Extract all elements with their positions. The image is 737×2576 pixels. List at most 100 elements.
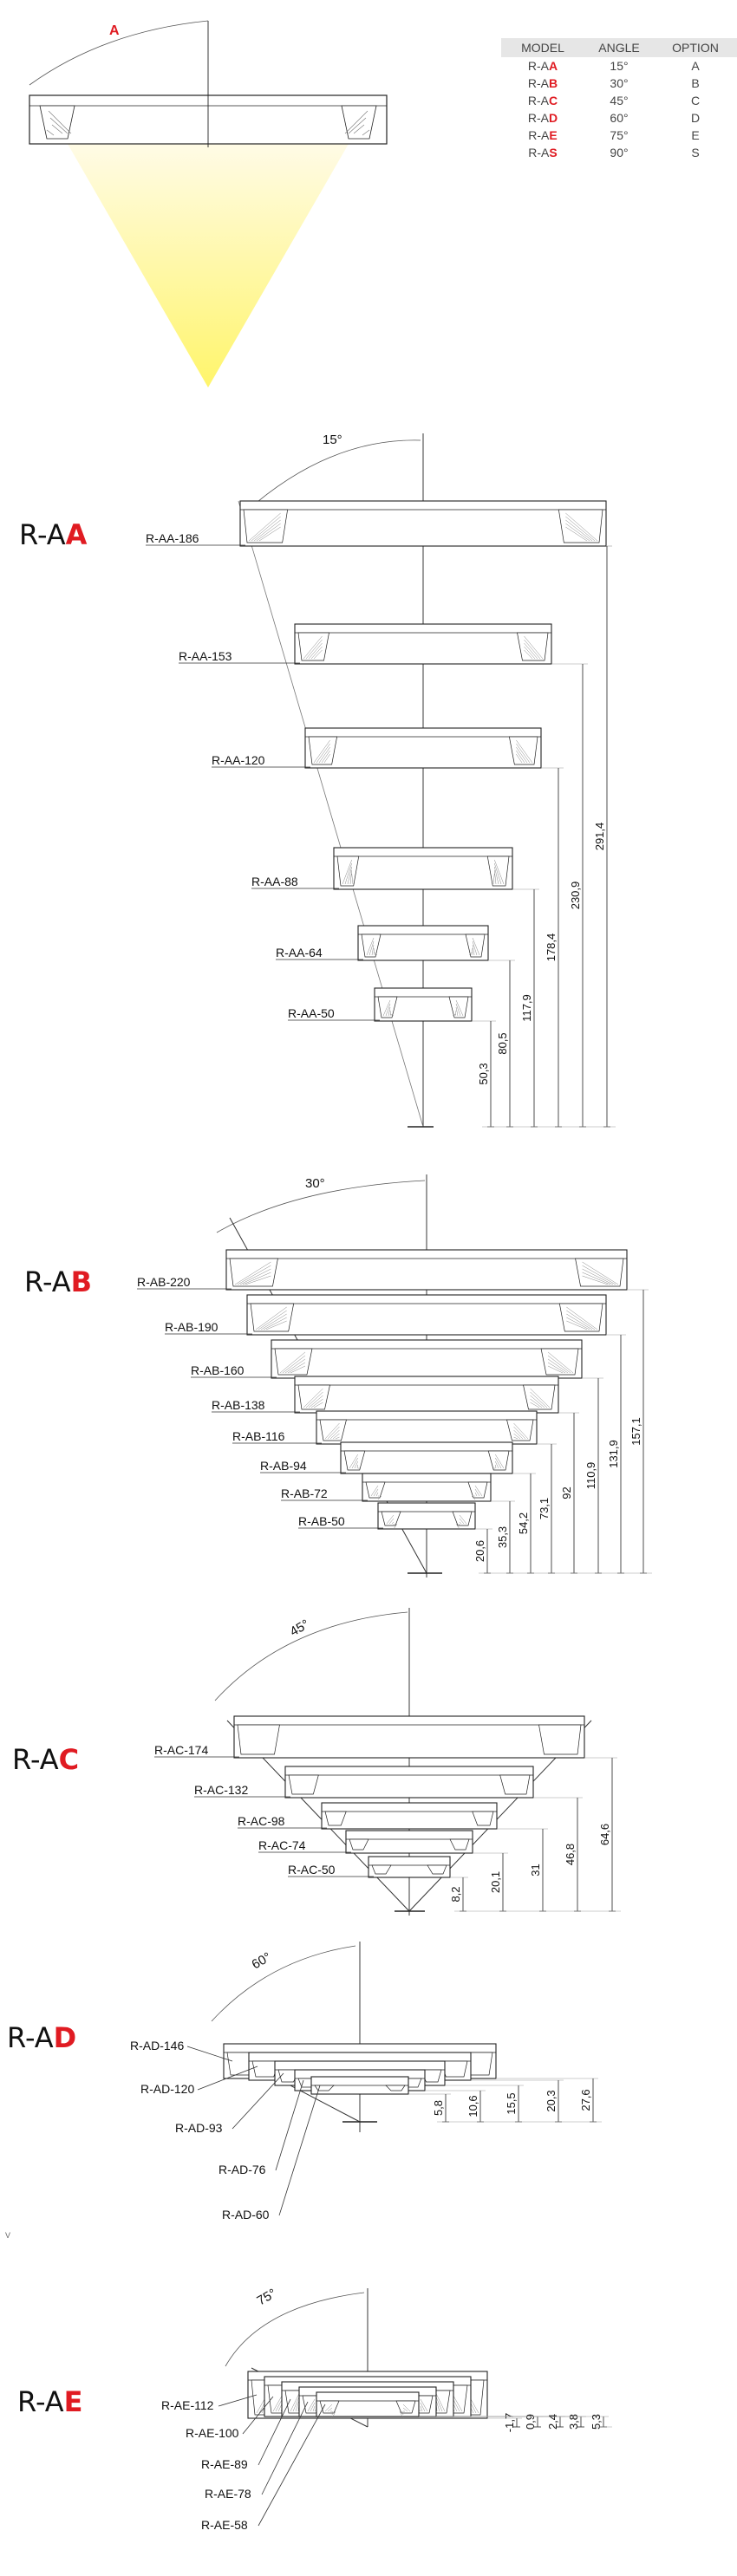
option-letter: C [690, 94, 701, 107]
dimension-label: 31 [529, 1864, 542, 1876]
angle-arc-ab [216, 1180, 426, 1233]
section-title-ab: R-AB [24, 1265, 93, 1298]
model-label: R-AC-98 [238, 1814, 285, 1828]
fixture-ab-4 [316, 1410, 538, 1445]
angle-label-aa: 15° [323, 433, 342, 447]
model-label: R-AD-60 [222, 2208, 270, 2221]
fixture-ab-6 [362, 1473, 492, 1502]
dimension-label: 5,8 [432, 2100, 445, 2116]
angle-arc-ac [214, 1611, 408, 1701]
dimension-label: 15,5 [505, 2092, 518, 2114]
dimension-label: 46,8 [564, 1844, 577, 1865]
model-label: R-AE-89 [201, 2457, 248, 2471]
dimension-label: 8,2 [449, 1886, 462, 1902]
option-angle: 15° [610, 59, 629, 73]
option-row: R-AA 15° A [501, 57, 737, 75]
dimension-label: 20,1 [489, 1871, 502, 1893]
dimension-label: 92 [560, 1486, 573, 1499]
model-label: R-AE-112 [161, 2398, 214, 2412]
model-label: R-AB-220 [137, 1275, 191, 1289]
header-option: OPTION [654, 38, 737, 57]
fixture-ac-2 [321, 1802, 498, 1830]
model-label: R-AA-88 [251, 875, 298, 888]
model-label: R-AD-120 [140, 2082, 194, 2096]
fixture-ab-3 [294, 1376, 559, 1414]
model-label: R-AA-153 [179, 649, 232, 663]
top-illustration: A [29, 20, 388, 387]
option-angle: 75° [610, 128, 629, 142]
option-letter: B [691, 76, 700, 90]
header-model: MODEL [501, 38, 584, 57]
option-angle: 90° [610, 146, 629, 159]
model-label: R-AD-76 [218, 2163, 266, 2176]
reflector-left-icon [39, 105, 75, 140]
fixture-ac-0 [233, 1715, 585, 1759]
dimension-label: 0,9 [524, 2414, 537, 2430]
dimension-label: 50,3 [477, 1063, 490, 1084]
dimension-label: 10,6 [466, 2095, 479, 2117]
model-label: R-AC-50 [288, 1863, 336, 1877]
model-label: R-AB-138 [212, 1398, 265, 1412]
dimension-label: 178,4 [545, 933, 558, 962]
dimension-label: 2,4 [546, 2414, 559, 2430]
fixture-ab-1 [246, 1294, 607, 1336]
angle-label-ac: 45° [288, 1617, 312, 1639]
option-angle: 60° [610, 111, 629, 125]
model-label: R-AB-50 [298, 1514, 345, 1528]
fixture-aa-5 [374, 987, 473, 1022]
section-title-ad: R-AD [7, 2021, 77, 2054]
fixture-aa-3 [333, 847, 513, 890]
model-label: R-AC-132 [194, 1783, 248, 1797]
option-letter: S [691, 146, 700, 159]
fixture-ad-4 [310, 2076, 409, 2095]
dimension-label: 157,1 [629, 1417, 642, 1446]
angle-letter-label: A [109, 23, 120, 38]
option-row: R-AS 90° S [501, 144, 737, 161]
option-angle: 30° [610, 76, 629, 90]
dimension-label: 5,3 [590, 2414, 603, 2430]
dimension-label: 20,3 [545, 2090, 558, 2111]
dimension-label: 73,1 [538, 1498, 551, 1519]
option-model: R-AA [527, 59, 558, 73]
option-letter: A [691, 59, 700, 73]
dimension-label: 64,6 [598, 1824, 611, 1845]
model-label: R-AB-72 [281, 1486, 328, 1500]
option-model: R-AE [528, 128, 558, 142]
beam-line-aa [238, 500, 424, 1128]
section-title-aa: R-AA [19, 518, 88, 551]
section-aa-drawing: 15° R-AA-186R-AA-153R-AA-120R-AA-88R-AA-… [146, 433, 616, 1128]
dimension-label: 110,9 [584, 1462, 597, 1490]
model-label: R-AA-120 [212, 753, 265, 767]
model-label: R-AB-94 [260, 1459, 307, 1473]
section-ad-drawing: 60° R-AD-146R-AD-120R-AD-93R-AD-76R-AD-6… [130, 1942, 602, 2221]
option-model: R-AS [528, 146, 558, 159]
dimension-label: 230,9 [569, 881, 582, 910]
dimension-label: 291,4 [593, 823, 606, 851]
angle-arc-ad [211, 1945, 356, 2022]
fixture-ae-4 [316, 2391, 420, 2419]
section-title-ac: R-AC [12, 1743, 80, 1776]
fixture-ab-7 [377, 1502, 476, 1530]
angle-label-ad: 60° [250, 1949, 274, 1972]
dimension-label: 27,6 [579, 2089, 592, 2111]
dimension-label: 117,9 [520, 994, 533, 1022]
fixture-aa-0 [239, 500, 607, 547]
model-label: R-AB-190 [165, 1320, 218, 1334]
angle-arc [29, 20, 209, 86]
fixture-ab-5 [340, 1441, 513, 1474]
fixture-ac-3 [345, 1830, 473, 1854]
fixture-aa-2 [304, 727, 542, 769]
model-label: R-AA-186 [146, 531, 199, 545]
light-beam [68, 144, 349, 387]
angle-arc-aa [245, 439, 421, 512]
angle-label-ab: 30° [305, 1176, 325, 1191]
section-ab-drawing: 30° R-AB-220R-AB-190R-AB-160R-AB-138R-AB… [137, 1174, 652, 1577]
model-label: R-AD-93 [175, 2121, 223, 2135]
angle-label-ae: 75° [255, 2286, 279, 2308]
dimension-label: 80,5 [496, 1032, 509, 1054]
option-table-header: MODEL ANGLE OPTION [501, 38, 737, 57]
option-letter: D [690, 111, 701, 125]
option-angle: 45° [610, 94, 629, 107]
